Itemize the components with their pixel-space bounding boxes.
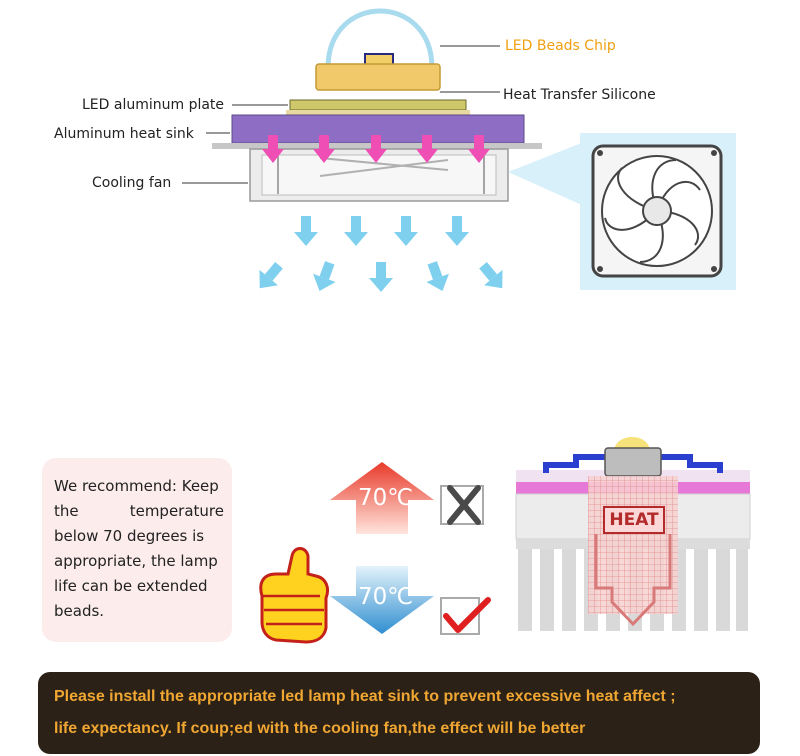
label-led-aluminum-plate: LED aluminum plate	[82, 97, 225, 113]
leader-lines	[182, 45, 500, 184]
label-heat-transfer-silicone: Heat Transfer Silicone	[503, 87, 656, 103]
heat-arrow	[313, 135, 335, 163]
heat-arrow	[262, 135, 284, 163]
heat-arrows	[262, 135, 490, 163]
label-aluminum-heat-sink: Aluminum heat sink	[54, 126, 194, 142]
airflow-arrow	[344, 216, 368, 246]
airflow-arrow	[313, 261, 336, 292]
heat-flow-arrow	[594, 534, 672, 627]
led-package	[604, 447, 662, 477]
label-cooling-fan: Cooling fan	[92, 175, 172, 191]
recommendation-box	[42, 458, 232, 642]
led-lead-left	[543, 454, 606, 473]
temperature-up-arrow	[330, 462, 434, 534]
fan-icon	[591, 144, 723, 278]
airflow-arrow	[294, 216, 318, 246]
recommendation-line: appropriate, the lamp	[54, 552, 218, 570]
airflow-arrow	[369, 262, 393, 292]
heat-arrow	[365, 135, 387, 163]
airflow-arrow	[445, 216, 469, 246]
airflow-arrow	[479, 262, 503, 289]
info-banner: Please install the appropriate led lamp …	[38, 672, 760, 754]
airflow-arrow	[426, 261, 449, 292]
led-lens-dome	[325, 8, 435, 69]
temperature-down-arrow	[330, 566, 434, 634]
recommendation-line: below 70 degrees is	[54, 527, 205, 545]
banner-line: life expectancy. If coup;ed with the coo…	[54, 720, 586, 737]
recommendation-line: the temperature	[54, 499, 224, 524]
recommendation-line: life can be extended	[54, 577, 208, 595]
thumbs-up-icon	[259, 547, 330, 644]
airflow-arrow	[394, 216, 418, 246]
heat-label: HEAT	[603, 506, 665, 534]
recommendation-word: temperature	[129, 502, 224, 520]
recommendation-word: the	[54, 502, 79, 520]
recommendation-line: beads.	[54, 602, 105, 620]
fan-callout-pointer	[508, 142, 584, 206]
heat-transfer-silicone-layer	[286, 110, 470, 115]
temperature-diagram	[259, 437, 751, 644]
airflow-arrow	[259, 262, 283, 289]
heat-arrow	[416, 135, 438, 163]
temperature-lower-value: 70℃	[358, 584, 414, 610]
led-lead-right	[660, 454, 723, 473]
heat-arrow	[468, 135, 490, 163]
recommendation-line: We recommend: Keep	[54, 477, 219, 495]
heat-sink-cross-section	[515, 437, 751, 631]
airflow-arrows	[259, 216, 503, 292]
label-led-beads-chip: LED Beads Chip	[505, 38, 616, 54]
recommendation-text: We recommend: Keep the temperature below …	[54, 474, 224, 624]
led-bead-body	[315, 63, 441, 91]
cross-mark-icon	[440, 485, 484, 525]
check-mark-icon	[440, 597, 491, 635]
banner-line: Please install the appropriate led lamp …	[54, 688, 676, 705]
led-cooling-diagram	[182, 8, 736, 292]
temperature-upper-value: 70℃	[358, 485, 414, 511]
